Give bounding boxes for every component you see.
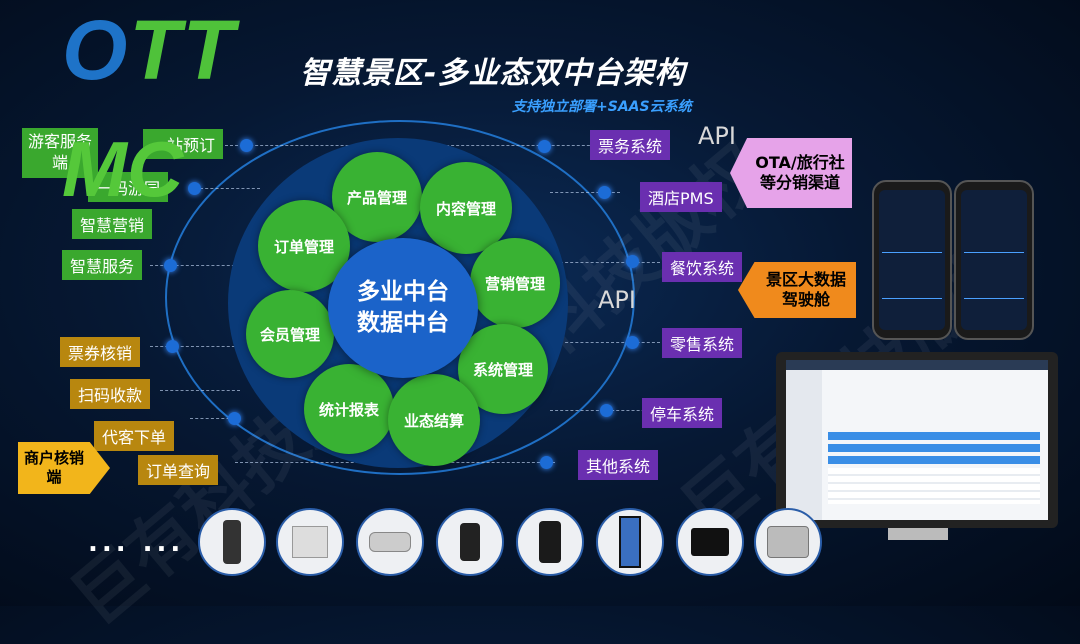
item-one-stop-booking: 一站预订: [143, 129, 224, 159]
ring-node: [626, 255, 639, 268]
center-line2: 数据中台: [357, 310, 449, 336]
item-order-query: 订单查询: [138, 455, 219, 485]
ring-node: [626, 336, 639, 349]
connector: [560, 262, 660, 263]
handheld-terminal-icon: [198, 508, 266, 576]
ring-node: [540, 456, 553, 469]
kiosk-icon: [596, 508, 664, 576]
ring-node: [538, 140, 551, 153]
ring-node: [164, 259, 177, 272]
api-label: API: [598, 286, 636, 314]
merchant-client-tag: 商户核销端: [18, 442, 110, 494]
system-others: 其他系统: [578, 450, 659, 480]
item-one-code-park: 一码游园: [88, 172, 169, 202]
connector: [150, 265, 240, 266]
phone-mockup: [954, 180, 1034, 340]
system-retail: 零售系统: [662, 328, 743, 358]
item-scan-pay: 扫码收款: [70, 379, 151, 409]
desktop-monitor: [776, 352, 1058, 552]
system-hotel-pms: 酒店PMS: [640, 182, 722, 212]
page-title: 智慧景区-多业态双中台架构: [300, 56, 686, 91]
module-settlement: 业态结算: [388, 374, 480, 466]
connector: [190, 418, 240, 419]
connector: [150, 346, 240, 347]
face-pos-icon: [516, 508, 584, 576]
ring-node: [228, 412, 241, 425]
center-line1: 多业中台: [357, 278, 449, 305]
connector: [160, 390, 240, 391]
item-smart-marketing: 智慧营销: [72, 209, 153, 239]
center-platform: 多业中台 数据中台: [328, 238, 478, 378]
ota-distribution-tag: OTA/旅行社等分销渠道: [730, 138, 852, 208]
module-statistics: 统计报表: [304, 364, 394, 454]
ring-node: [166, 340, 179, 353]
page-subtitle: 支持独立部署+SAAS云系统: [512, 99, 692, 115]
ott-logo: OTT: [62, 3, 236, 97]
connector: [550, 192, 620, 193]
api-label: API: [698, 122, 736, 150]
ring-node: [240, 139, 253, 152]
ring-node: [598, 186, 611, 199]
item-voucher-verify: 票券核销: [60, 337, 141, 367]
orbit-ring: [165, 120, 635, 475]
item-order-for-customer: 代客下单: [94, 421, 175, 451]
turnstile-icon: [754, 508, 822, 576]
visitor-client-tag: 游客服务端: [22, 128, 98, 178]
phone-mockup: [872, 180, 952, 340]
router-box-icon: [276, 508, 344, 576]
module-member: 会员管理: [246, 290, 334, 378]
item-smart-service: 智慧服务: [62, 250, 143, 280]
mc-logo: MC: [62, 125, 184, 213]
module-marketing: 营销管理: [470, 238, 560, 328]
module-product: 产品管理: [332, 152, 422, 242]
system-catering: 餐饮系统: [662, 252, 743, 282]
smartphone-pos-icon: [436, 508, 504, 576]
connector: [560, 342, 660, 343]
more-ellipsis: ... ...: [88, 528, 185, 558]
connector: [200, 188, 260, 189]
bigdata-cockpit-tag: 景区大数据驾驶舱: [738, 262, 856, 318]
camera-icon: [356, 508, 424, 576]
ring-node: [188, 182, 201, 195]
system-ticketing: 票务系统: [590, 130, 671, 160]
ring-node: [600, 404, 613, 417]
module-content: 内容管理: [420, 162, 512, 254]
system-parking: 停车系统: [642, 398, 723, 428]
cash-register-icon: [676, 508, 744, 576]
